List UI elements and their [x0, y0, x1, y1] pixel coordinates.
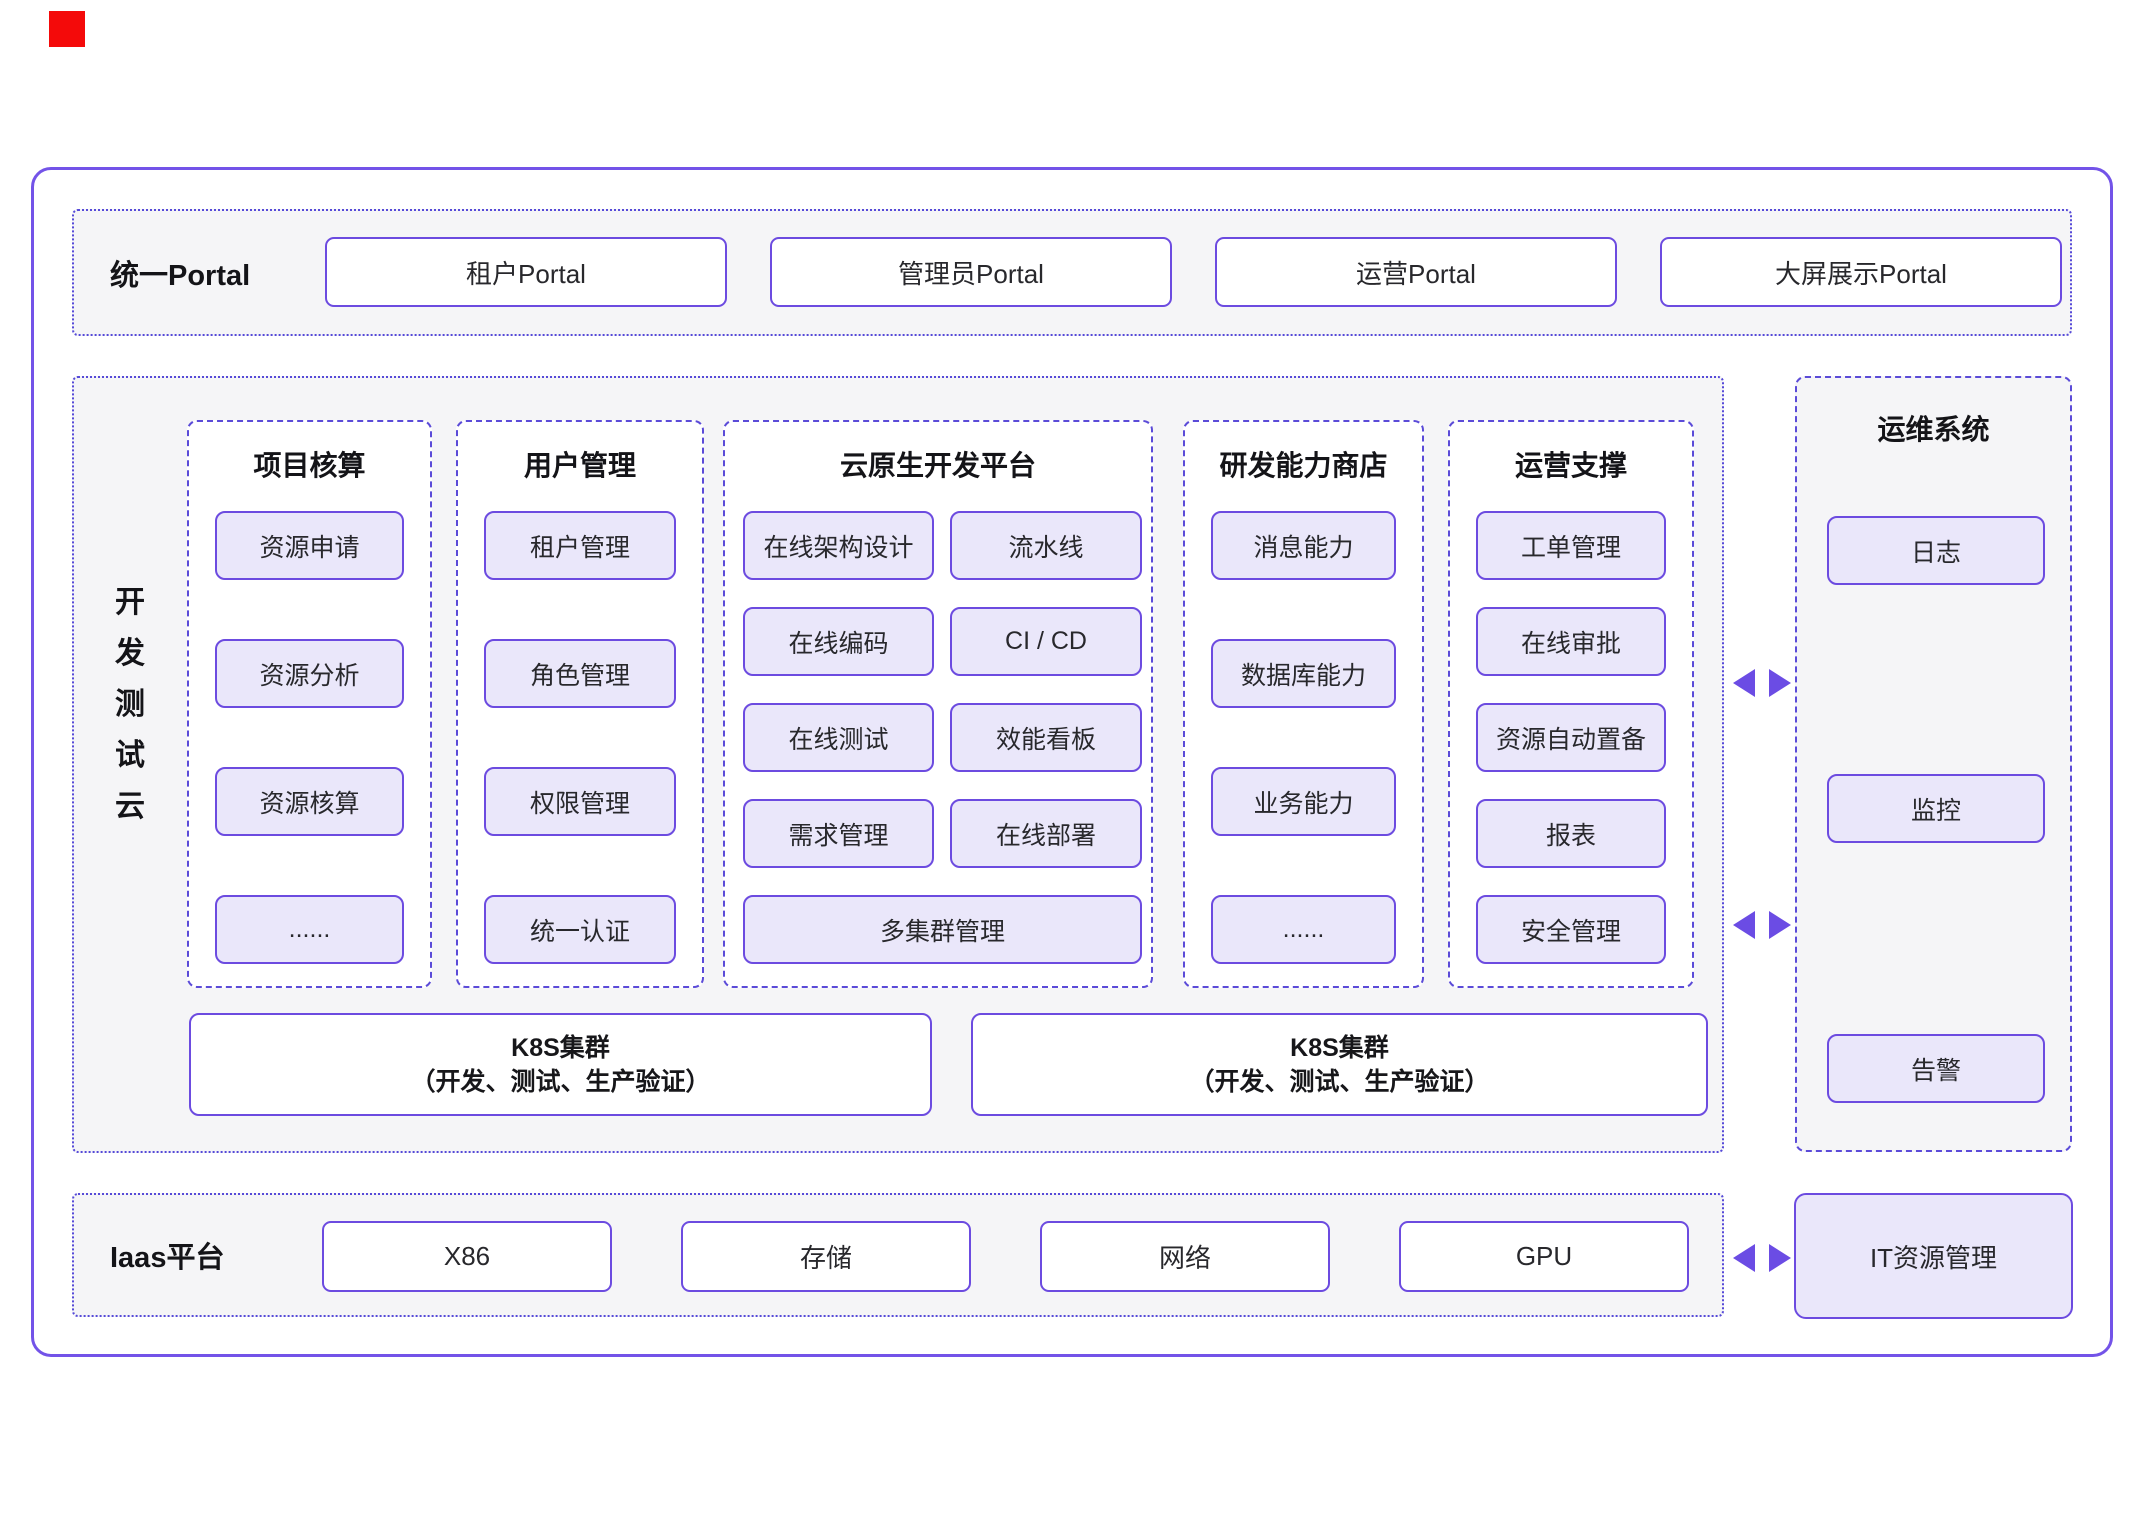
iaas-box-gpu: GPU	[1399, 1221, 1689, 1292]
it-resource-management-box: IT资源管理	[1794, 1193, 2073, 1319]
chip-logs: 日志	[1827, 516, 2045, 585]
portal-box-tenant: 租户Portal	[325, 237, 727, 307]
chip-monitoring: 监控	[1827, 774, 2045, 843]
k8s-cluster-box-1: K8S集群 （开发、测试、生产验证）	[189, 1013, 932, 1116]
arrow-right-icon	[1769, 1244, 1791, 1272]
chip-online-approval: 在线审批	[1476, 607, 1666, 676]
arrow-left-icon	[1733, 1244, 1755, 1272]
k8s-cluster-box-2: K8S集群 （开发、测试、生产验证）	[971, 1013, 1708, 1116]
chip-online-arch-design: 在线架构设计	[743, 511, 934, 580]
chip-multi-cluster-management: 多集群管理	[743, 895, 1142, 964]
chip-ellipsis: ......	[1211, 895, 1396, 964]
unified-portal-title: 统一Portal	[110, 259, 251, 292]
bidirectional-link-icon	[1733, 910, 1791, 940]
red-square-marker	[49, 11, 85, 47]
chip-database-capability: 数据库能力	[1211, 639, 1396, 708]
column-user-management: 用户管理 租户管理 角色管理 权限管理 统一认证	[456, 420, 704, 988]
column-rd-capability-store: 研发能力商店 消息能力 数据库能力 业务能力 ......	[1183, 420, 1424, 988]
column-project-accounting: 项目核算 资源申请 资源分析 资源核算 ......	[187, 420, 432, 988]
chip-ticket-management: 工单管理	[1476, 511, 1666, 580]
chip-pipeline: 流水线	[950, 511, 1142, 580]
k8s-cluster-subtitle: （开发、测试、生产验证）	[410, 1067, 711, 1096]
chip-resource-analysis: 资源分析	[215, 639, 404, 708]
arrow-right-icon	[1769, 669, 1791, 697]
bidirectional-link-icon	[1733, 1243, 1791, 1273]
arrow-right-icon	[1769, 911, 1791, 939]
vertical-label-char: 发	[115, 637, 145, 670]
k8s-cluster-subtitle: （开发、测试、生产验证）	[1189, 1067, 1490, 1096]
column-title: 云原生开发平台	[839, 450, 1036, 481]
arrow-left-icon	[1733, 911, 1755, 939]
iaas-box-x86: X86	[322, 1221, 612, 1292]
chip-messaging-capability: 消息能力	[1211, 511, 1396, 580]
portal-box-big-screen: 大屏展示Portal	[1660, 237, 2062, 307]
chip-requirement-management: 需求管理	[743, 799, 934, 868]
chip-ellipsis: ......	[215, 895, 404, 964]
k8s-cluster-title: K8S集群	[1290, 1033, 1389, 1062]
iaas-box-network: 网络	[1040, 1221, 1330, 1292]
chip-ci-cd: CI / CD	[950, 607, 1142, 676]
chip-security-management: 安全管理	[1476, 895, 1666, 964]
chip-tenant-management: 租户管理	[484, 511, 676, 580]
chip-online-deployment: 在线部署	[950, 799, 1142, 868]
column-operation-support: 运营支撑 工单管理 在线审批 资源自动置备 报表 安全管理	[1448, 420, 1694, 988]
dev-test-cloud-vertical-label: 开 发 测 试 云	[104, 577, 156, 832]
bidirectional-link-icon	[1733, 668, 1791, 698]
vertical-label-char: 开	[115, 586, 145, 619]
iaas-box-storage: 存储	[681, 1221, 971, 1292]
chip-unified-auth: 统一认证	[484, 895, 676, 964]
chip-online-coding: 在线编码	[743, 607, 934, 676]
chip-reports: 报表	[1476, 799, 1666, 868]
chip-auto-provisioning: 资源自动置备	[1476, 703, 1666, 772]
chip-business-capability: 业务能力	[1211, 767, 1396, 836]
portal-box-operations: 运营Portal	[1215, 237, 1617, 307]
chip-resource-account: 资源核算	[215, 767, 404, 836]
ops-system-title: 运维系统	[1877, 414, 1990, 445]
column-title: 用户管理	[523, 450, 636, 481]
vertical-label-char: 测	[115, 688, 145, 721]
k8s-cluster-title: K8S集群	[511, 1033, 610, 1062]
column-title: 项目核算	[253, 450, 366, 481]
column-cloud-native-dev-platform: 云原生开发平台 在线架构设计 流水线 在线编码 CI / CD 在线测试 效能看…	[723, 420, 1153, 988]
portal-box-admin: 管理员Portal	[770, 237, 1172, 307]
chip-role-management: 角色管理	[484, 639, 676, 708]
column-title: 运营支撑	[1514, 450, 1627, 481]
chip-resource-request: 资源申请	[215, 511, 404, 580]
iaas-platform-title: Iaas平台	[110, 1242, 225, 1274]
chip-online-testing: 在线测试	[743, 703, 934, 772]
column-title: 研发能力商店	[1219, 450, 1388, 481]
chip-efficiency-board: 效能看板	[950, 703, 1142, 772]
chip-permission-management: 权限管理	[484, 767, 676, 836]
vertical-label-char: 试	[115, 739, 145, 772]
chip-alerting: 告警	[1827, 1034, 2045, 1103]
panel-ops-system: 运维系统 日志 监控 告警	[1795, 376, 2072, 1152]
arrow-left-icon	[1733, 669, 1755, 697]
vertical-label-char: 云	[115, 790, 145, 823]
